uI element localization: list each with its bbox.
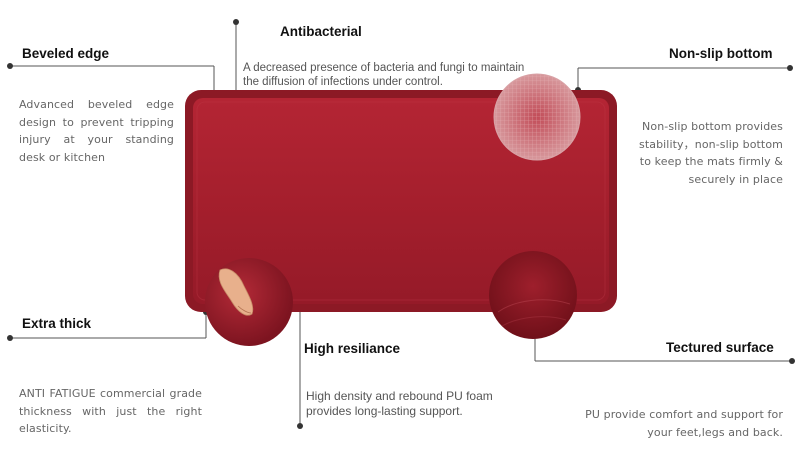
textured-surface-description: PU provide comfort and support for your … [585,408,783,439]
non-slip-bottom-description: Non-slip bottom provides stability，non-s… [638,120,783,186]
antibacterial-title: Antibacterial [280,24,362,39]
finger-press-icon [218,268,254,316]
textured-surface-end-dot [789,358,795,364]
high-resilience-description: High density and rebound PU foam provide… [306,389,493,418]
antibacterial-start-dot [233,19,239,25]
textured-surface-detail-circle [489,251,577,339]
mat-surface [193,98,609,304]
extra-thick-description: ANTI FATIGUE commercial grade thickness … [19,387,202,435]
non-slip-start-dot [787,65,793,71]
beveled-edge-description: Advanced beveled edge design to prevent … [19,98,174,164]
textured-surface-title: Tectured surface [666,340,774,355]
extra-thick-start-dot [7,335,13,341]
non-slip-bottom-title: Non-slip bottom [669,46,773,61]
beveled-edge-start-dot [7,63,13,69]
high-resilience-title: High resiliance [304,341,401,356]
high-resilience-end-dot [297,423,303,429]
beveled-edge-title: Beveled edge [22,46,110,61]
extra-thick-title: Extra thick [22,316,92,331]
antibacterial-description: A decreased presence of bacteria and fun… [243,62,525,88]
